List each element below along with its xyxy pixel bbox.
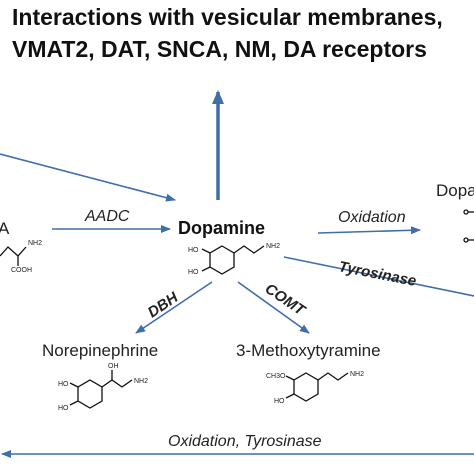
dopamine-structure: HO HO NH2 xyxy=(188,243,280,276)
dopaquinone-structure xyxy=(463,209,474,243)
ne-ho-2: HO xyxy=(58,405,69,412)
tyrosinase-line xyxy=(283,256,474,297)
dopamine-nh2: NH2 xyxy=(266,243,280,250)
title-line-1: Interactions with vesicular membranes, xyxy=(12,4,443,30)
mt-nh2: NH2 xyxy=(350,371,364,378)
ldopa-structure: NH2 COOH xyxy=(0,240,42,274)
dopamine-ho-1: HO xyxy=(188,247,199,254)
tyrosinase-label: Tyrosinase xyxy=(337,258,417,290)
norepinephrine-label: Norepinephrine xyxy=(42,341,158,360)
dopaquinone-label: Dopa xyxy=(436,181,474,200)
dbh-arrow xyxy=(135,281,213,334)
incoming-arrow xyxy=(0,153,176,202)
norepinephrine-structure: OH HO HO NH2 xyxy=(58,363,148,412)
ldopa-nh2: NH2 xyxy=(28,240,42,247)
ne-oh: OH xyxy=(108,363,119,370)
mt-ho: HO xyxy=(274,398,285,405)
mt-ch3o: CH3O xyxy=(266,373,286,380)
ne-ho-1: HO xyxy=(58,381,69,388)
oxidation-label: Oxidation xyxy=(338,209,406,226)
dopamine-ho-2: HO xyxy=(188,269,199,276)
dopamine-label: Dopamine xyxy=(178,218,265,238)
comt-label: COMT xyxy=(262,280,310,320)
ldopa-cooh: COOH xyxy=(11,267,32,274)
bottom-oxidation-label: Oxidation, Tyrosinase xyxy=(168,433,322,450)
comt-arrow xyxy=(237,281,310,334)
ne-nh2: NH2 xyxy=(134,378,148,385)
title-line-2: VMAT2, DAT, SNCA, NM, DA receptors xyxy=(12,36,427,62)
oxidation-arrow xyxy=(317,226,421,235)
dbh-label: DBH xyxy=(145,288,182,321)
methoxytyramine-structure: CH3O HO NH2 xyxy=(266,371,364,405)
ldopa-label: A xyxy=(0,219,10,238)
aadc-label: AADC xyxy=(84,208,130,225)
methoxytyramine-label: 3-Methoxytyramine xyxy=(236,341,381,360)
